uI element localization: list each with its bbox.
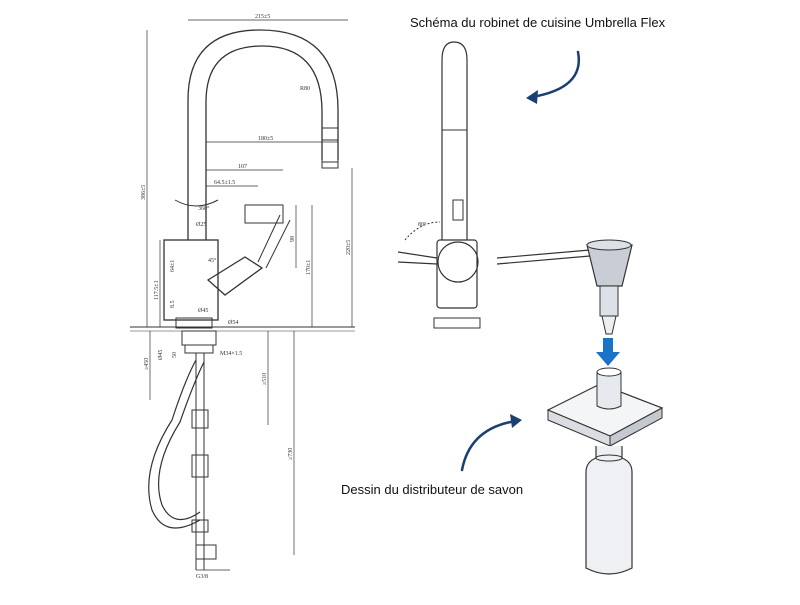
curved-arrow-faucet-head — [526, 90, 538, 104]
rotation-arc — [174, 199, 219, 207]
spray-head — [321, 127, 339, 169]
lever-alt-1 — [257, 214, 281, 263]
hose-fitting — [191, 519, 209, 533]
lever-handle — [206, 256, 264, 296]
dim-spout-reach: 180±5 — [258, 136, 273, 142]
lever-alt-top — [244, 204, 284, 224]
hose-connector — [191, 454, 209, 478]
curved-arrow-soap-head — [510, 414, 522, 428]
dim-rot: 360° — [198, 205, 210, 212]
g38-fitting — [195, 544, 217, 560]
faucet-base — [175, 317, 213, 329]
dim-dia-base: Ø54 — [228, 320, 238, 326]
dim-h45: Ø45 — [158, 350, 164, 360]
dim-h510: ≥510 — [262, 373, 268, 385]
side-lever-2 — [397, 261, 438, 265]
side-handle-hub — [437, 241, 479, 283]
side-angle-arc — [404, 221, 441, 241]
dim-h50: 50 — [172, 352, 178, 358]
dim-h64: 64±1 — [170, 260, 176, 272]
side-base — [433, 317, 481, 329]
pullout-hose-inner — [157, 361, 205, 521]
insert-arrow-head — [596, 352, 620, 366]
soap-pump-tip — [601, 315, 617, 335]
dim-dia-top: Ø25 — [196, 222, 206, 228]
soap-caption: Dessin du distributeur de savon — [341, 482, 524, 497]
soap-pump-head — [586, 244, 633, 287]
soap-pump-neck — [599, 285, 619, 317]
gooseneck-inner — [205, 45, 323, 240]
mount-nut — [181, 330, 217, 346]
dim-width-top: 215±5 — [255, 14, 270, 20]
side-cartridge — [452, 199, 464, 221]
dim-side-angle: 80° — [418, 221, 427, 228]
side-spout — [441, 41, 468, 240]
insert-arrow-shaft — [603, 338, 613, 352]
soap-collar-top — [596, 367, 622, 377]
soap-bottle-neck — [595, 454, 623, 462]
dim-h170: 170±1 — [306, 260, 312, 275]
dim-thread: M34×1.5 — [220, 351, 242, 357]
dim-64: 64.5±1.5 — [214, 180, 235, 186]
soap-nozzle — [496, 249, 591, 259]
lever-alt-2 — [265, 219, 291, 269]
dim-height-spout: 220±5 — [346, 240, 352, 255]
dim-h730: ≥730 — [288, 448, 294, 460]
hose-weight — [191, 409, 209, 429]
mount-washer — [184, 344, 214, 354]
dim-h450: ≥450 — [144, 358, 150, 370]
soap-collar — [596, 372, 622, 410]
dim-h98: 98 — [290, 236, 296, 242]
soap-nozzle-2 — [496, 255, 591, 265]
side-lever — [397, 251, 438, 259]
dim-107: 107 — [238, 164, 247, 170]
soap-bottle — [585, 446, 633, 575]
soap-plate-side-r — [609, 407, 663, 447]
dim-height-body: 117.5±1 — [154, 280, 160, 300]
soap-pump-top — [586, 239, 632, 251]
faucet-caption: Schéma du robinet de cuisine Umbrella Fl… — [410, 15, 666, 30]
dim-h8: 8.5 — [170, 301, 176, 309]
dim-g38: G3/8 — [196, 574, 208, 580]
dim-radius: R80 — [300, 86, 310, 92]
curved-arrow-faucet — [530, 50, 581, 99]
curved-arrow-soap — [460, 419, 518, 472]
gooseneck-outer — [187, 29, 339, 240]
side-body — [436, 239, 478, 309]
faucet-body — [163, 239, 219, 321]
pullout-hose — [148, 359, 201, 529]
dim-angle: 45° — [208, 257, 217, 264]
dim-height-total: 386±5 — [141, 185, 147, 200]
dim-dia-body: Ø45 — [198, 308, 208, 314]
